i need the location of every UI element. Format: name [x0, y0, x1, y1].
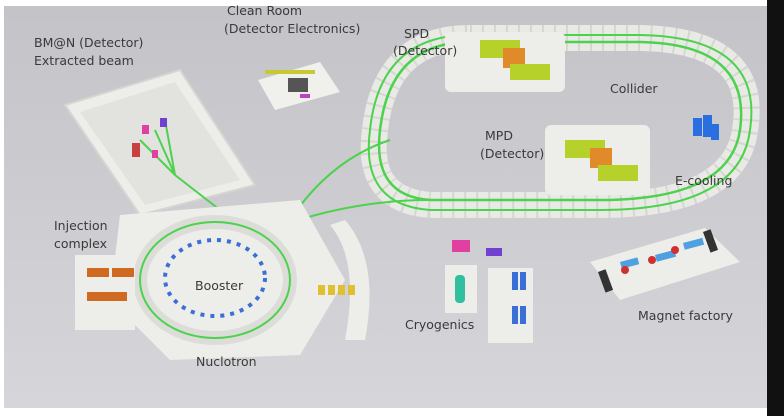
yellow-magnets [318, 285, 355, 295]
clean-room [258, 62, 340, 110]
label-spd: SPD [404, 26, 429, 41]
bmn-hall [63, 68, 257, 217]
injection-complex [75, 255, 135, 330]
collider-ring [360, 25, 760, 218]
label-clean-room-sub: (Detector Electronics) [224, 21, 360, 36]
label-spd-sub: (Detector) [393, 43, 457, 58]
right-border [767, 0, 784, 416]
spd-detector [445, 32, 565, 92]
mpd-detector [545, 125, 650, 195]
label-injection: Injection [54, 218, 108, 233]
label-mpd: MPD [485, 128, 513, 143]
label-bmn: BM@N (Detector) [34, 35, 143, 50]
label-ecooling: E-cooling [675, 173, 732, 188]
label-nuclotron: Nuclotron [196, 354, 257, 369]
magnet-factory [590, 228, 740, 300]
label-bmn-sub: Extracted beam [34, 53, 134, 68]
ecooling-unit [693, 115, 719, 140]
label-clean-room: Clean Room [227, 3, 302, 18]
label-injection-sub: complex [54, 236, 107, 251]
label-booster: Booster [195, 278, 244, 293]
label-collider: Collider [610, 81, 658, 96]
nuclotron-complex [110, 200, 370, 360]
label-mpd-sub: (Detector) [480, 146, 544, 161]
label-magnet-factory: Magnet factory [638, 308, 733, 323]
cryogenics-plant [445, 240, 533, 343]
label-cryogenics: Cryogenics [405, 317, 474, 332]
